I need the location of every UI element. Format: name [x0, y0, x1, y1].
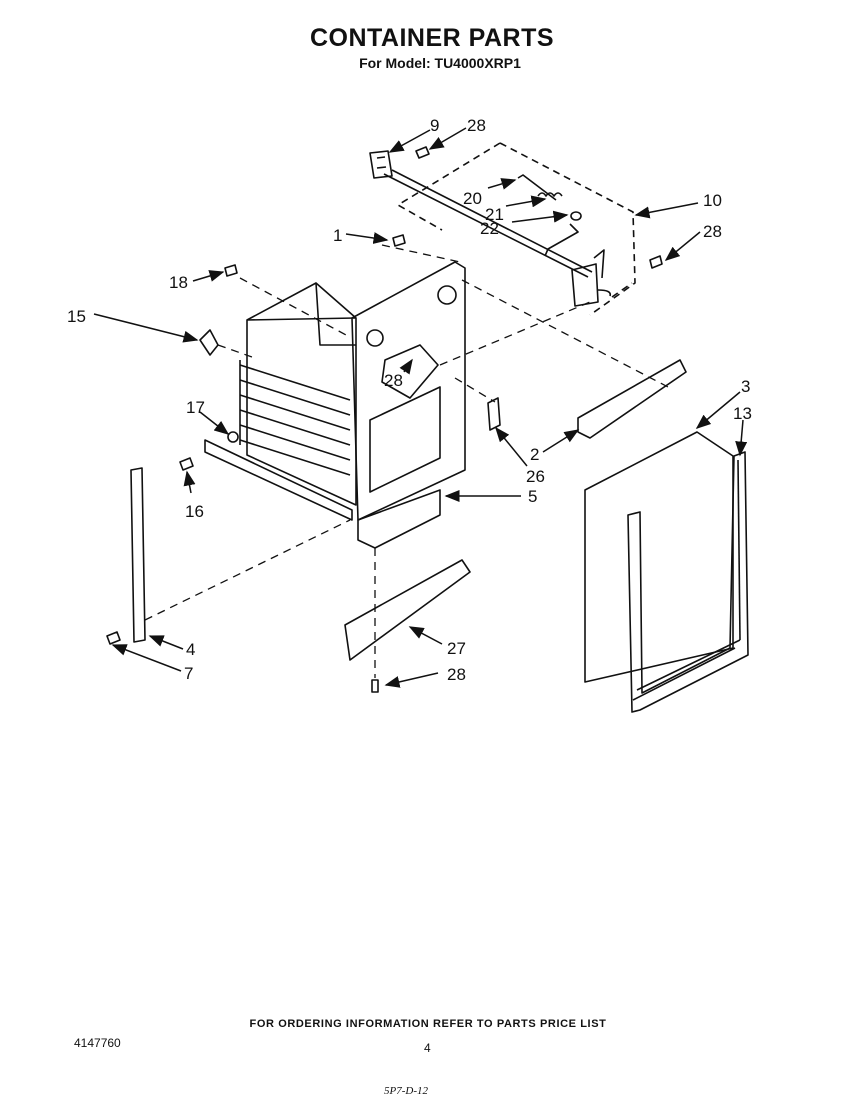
callout-20: 20 — [463, 189, 482, 208]
callout-3: 3 — [741, 377, 750, 396]
page-number: 4 — [424, 1041, 431, 1055]
bottom-tray — [357, 489, 441, 549]
door-panel — [584, 431, 734, 683]
callout-26: 26 — [526, 467, 545, 486]
callout-1: 1 — [333, 226, 342, 245]
callout-28-top: 28 — [467, 116, 486, 135]
handwritten-note: 5P7-D-12 — [384, 1085, 428, 1097]
hinge-assembly-bracket — [397, 142, 636, 316]
callout-13: 13 — [733, 404, 752, 423]
screw-7 — [106, 631, 121, 645]
callout-16: 16 — [185, 502, 204, 521]
spring-rod — [517, 174, 557, 201]
back-panel — [351, 261, 466, 521]
callout-27: 27 — [447, 639, 466, 658]
callout-28-bottom: 28 — [447, 665, 466, 684]
hinge-plate — [369, 150, 393, 179]
page-title: CONTAINER PARTS — [309, 24, 555, 52]
callout-28-right: 28 — [703, 222, 722, 241]
nut-17 — [227, 431, 239, 443]
side-strip-4 — [130, 467, 146, 643]
callout-5: 5 — [528, 487, 537, 506]
door-frame — [627, 451, 749, 713]
callout-10: 10 — [703, 191, 722, 210]
callout-28-middle: 28 — [384, 371, 403, 390]
washer — [570, 211, 582, 221]
model-subtitle: For Model: TU4000XRP1 — [359, 55, 521, 71]
callout-17: 17 — [186, 398, 205, 417]
screw-top-hinge — [415, 146, 430, 159]
callout-21: 21 — [485, 205, 504, 224]
callout-7: 7 — [184, 664, 193, 683]
screw-18 — [224, 264, 238, 277]
screw-1 — [392, 234, 406, 247]
screw-28-bottom — [371, 679, 379, 693]
base-rail — [204, 439, 353, 521]
screw-16 — [179, 457, 194, 471]
document-number: 4147760 — [74, 1036, 121, 1050]
clip-26 — [487, 397, 501, 431]
ordering-note: FOR ORDERING INFORMATION REFER TO PARTS … — [249, 1018, 607, 1030]
container-body — [239, 282, 357, 506]
tray-27 — [344, 559, 471, 661]
callout-2: 2 — [530, 445, 539, 464]
screw-28-right — [649, 255, 663, 269]
callout-4: 4 — [186, 640, 195, 659]
callout-22: 22 — [480, 219, 499, 238]
hinge-2 — [577, 359, 687, 439]
callout-9: 9 — [430, 116, 439, 135]
callout-15: 15 — [67, 307, 86, 326]
callout-18: 18 — [169, 273, 188, 292]
spring — [537, 192, 563, 197]
hinge-rod — [383, 169, 593, 278]
hinge-bracket-right — [571, 263, 599, 307]
clip-15 — [199, 329, 219, 356]
